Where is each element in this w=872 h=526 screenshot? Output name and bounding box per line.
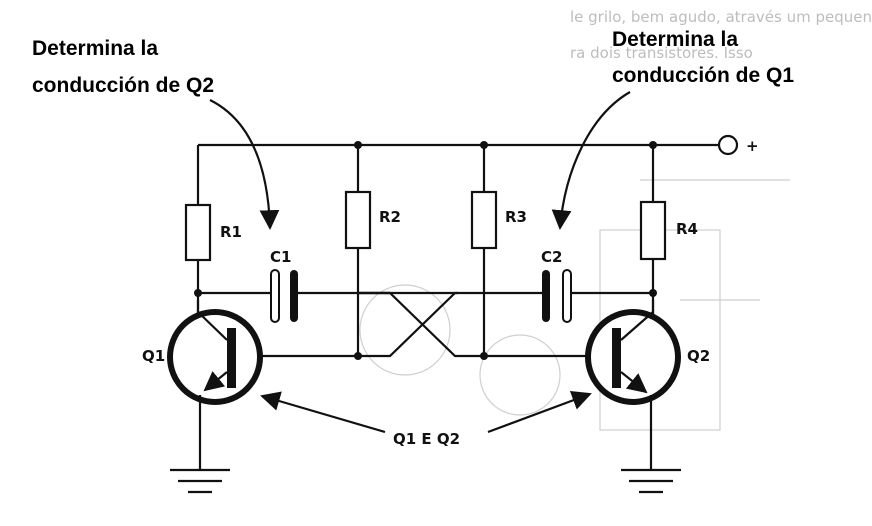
resistor-r2 bbox=[344, 190, 372, 250]
left-note-line-2: conducción de Q2 bbox=[32, 74, 214, 97]
bleed-text-2: ra dois transistores. Isso bbox=[570, 44, 753, 62]
cross-link-2 bbox=[358, 291, 484, 358]
c1-label: C1 bbox=[270, 248, 291, 266]
ground-q1 bbox=[170, 468, 230, 494]
resistor-r1 bbox=[184, 203, 212, 262]
left-note-line-1: Determina la bbox=[32, 37, 158, 60]
left-note: Determina la conducción de Q2 bbox=[32, 37, 214, 97]
arrow-to-q1 bbox=[260, 391, 386, 434]
r1-label: R1 bbox=[220, 223, 242, 241]
capacitor-c2-plate-open bbox=[562, 269, 572, 323]
c2-label: C2 bbox=[541, 248, 562, 266]
capacitor-c1-plate-open bbox=[270, 269, 280, 323]
capacitor-c1-plate-solid bbox=[290, 270, 298, 322]
supply-terminal bbox=[717, 134, 739, 156]
right-note: Determina la conducción de Q1 bbox=[612, 28, 794, 87]
left-note-arrow bbox=[209, 99, 280, 230]
right-note-arrow bbox=[551, 91, 631, 230]
resistor-r3 bbox=[470, 190, 498, 250]
background-bleed: le grilo, bem agudo, através um pequeno … bbox=[359, 8, 872, 431]
q1-label: Q1 bbox=[142, 347, 165, 365]
q1-e-q2-label: Q1 E Q2 bbox=[393, 430, 460, 448]
r3-label: R3 bbox=[505, 208, 527, 226]
right-note-line-1: Determina la bbox=[612, 28, 738, 51]
r4-label: R4 bbox=[676, 220, 698, 238]
arrow-to-q2 bbox=[487, 390, 592, 434]
transistor-q2 bbox=[585, 300, 681, 405]
ground-q2 bbox=[621, 468, 681, 494]
capacitor-c2-plate-solid bbox=[542, 270, 550, 322]
q2-label: Q2 bbox=[687, 347, 710, 365]
resistor-r4 bbox=[639, 200, 667, 261]
right-note-line-2: conducción de Q1 bbox=[612, 64, 794, 87]
r2-label: R2 bbox=[379, 208, 401, 226]
transistor-q1 bbox=[167, 300, 263, 405]
supply-plus-label: + bbox=[746, 137, 759, 155]
bleed-text-1: le grilo, bem agudo, através um pequeno … bbox=[570, 8, 872, 26]
